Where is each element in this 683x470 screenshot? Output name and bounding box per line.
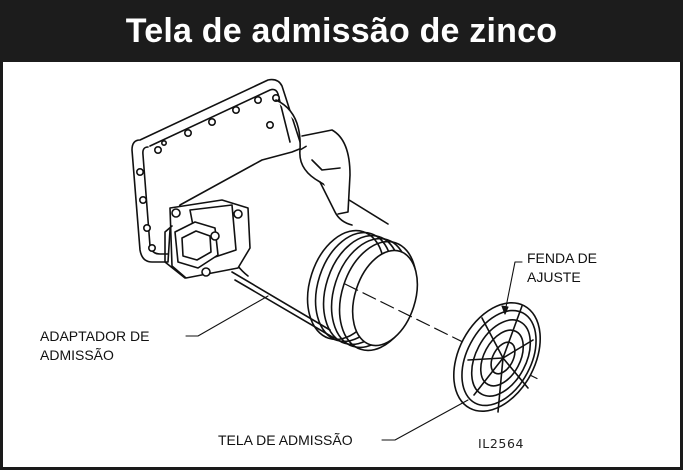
slot-label-line1: FENDA DE (527, 250, 598, 266)
slot-leader-line (504, 261, 523, 313)
intake-adapter-diagram (131, 78, 542, 441)
intake-screen-disc (452, 301, 542, 413)
screen-label: TELA DE ADMISSÃO (218, 432, 353, 448)
figure-code: IL2564 (478, 436, 525, 451)
slot-label-line2: AJUSTE (527, 269, 581, 285)
adapter-label: ADAPTADOR DE ADMISSÃO (40, 327, 149, 365)
title-bar: Tela de admissão de zinco (0, 0, 683, 62)
mounting-flange (131, 78, 303, 263)
adapter-label-line2: ADMISSÃO (40, 347, 114, 363)
figure-title: Tela de admissão de zinco (125, 11, 558, 50)
threaded-outlet (306, 229, 419, 352)
adapter-label-line1: ADAPTADOR DE (40, 328, 150, 344)
screen-leader-line (381, 399, 469, 441)
adapter-leader-line (185, 295, 269, 337)
adapter-body (227, 99, 389, 339)
side-housing (164, 199, 251, 279)
slot-label: FENDA DE AJUSTE (527, 249, 597, 287)
